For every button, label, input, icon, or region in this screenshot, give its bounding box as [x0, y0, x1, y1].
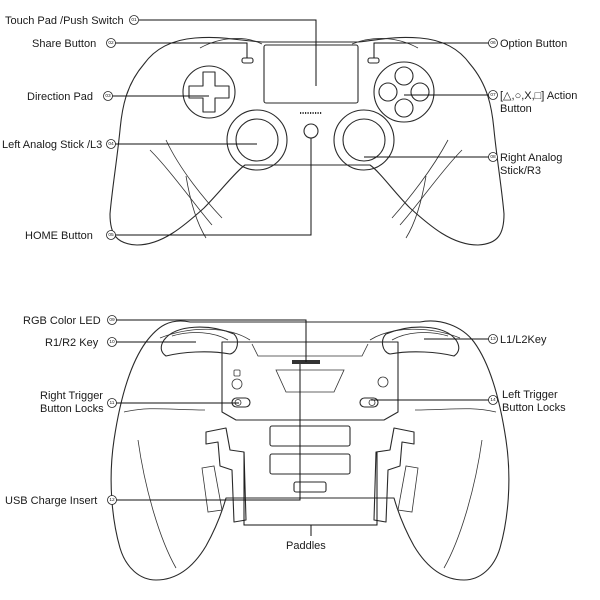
left-analog-stick[interactable] [226, 109, 288, 171]
callout-number: 01 [131, 17, 137, 23]
callout-label: Touch Pad /Push Switch [5, 15, 124, 27]
callout-label: Button [500, 103, 532, 115]
share-button[interactable] [241, 57, 254, 64]
right-analog-stick[interactable] [333, 109, 395, 171]
callout-label: Button Locks [40, 403, 104, 415]
callout-number: 10 [109, 339, 115, 345]
usb-charge-port [293, 481, 327, 493]
callout-label: Direction Pad [27, 91, 93, 103]
direction-pad[interactable] [182, 65, 236, 119]
callout-label: Option Button [500, 38, 567, 50]
back-plate [221, 341, 399, 421]
callout-number: 13 [490, 336, 496, 342]
callout-number: 14 [490, 397, 496, 403]
l1-l2-key[interactable] [381, 326, 460, 357]
callout-number: 11 [110, 400, 115, 406]
callout-label: HOME Button [25, 230, 93, 242]
callout-label: USB Charge Insert [5, 495, 97, 507]
front-controller-outline [109, 36, 505, 246]
r1-r2-key[interactable] [160, 326, 239, 357]
callout-number: 06 [490, 40, 496, 46]
callout-number: 07 [490, 92, 496, 98]
callout-number: 08 [490, 154, 496, 160]
front-leader-lines [112, 19, 489, 236]
callout-label: Right Analog [500, 152, 562, 164]
back-labels: RGB Color LED 09 R1/R2 Key 10 Right Trig… [5, 315, 566, 552]
callout-number: 05 [108, 232, 114, 238]
front-labels: Touch Pad /Push Switch 01 Share Button 0… [2, 15, 577, 242]
callout-number: 03 [105, 93, 111, 99]
callout-label: Left Trigger [502, 389, 558, 401]
callout-label: Button Locks [502, 402, 566, 414]
callout-label: L1/L2Key [500, 334, 547, 346]
option-button[interactable] [367, 57, 380, 64]
paddles[interactable] [201, 425, 419, 523]
home-button[interactable] [303, 123, 319, 139]
action-buttons[interactable] [373, 61, 435, 123]
callout-label: RGB Color LED [23, 315, 101, 327]
callout-number: 02 [108, 40, 114, 46]
callout-label: Stick/R3 [500, 165, 541, 177]
back-leader-lines [116, 319, 489, 536]
callout-label: [△,○,X,□] Action [500, 90, 577, 102]
callout-number: 09 [109, 317, 115, 323]
callout-number: 12 [109, 497, 115, 503]
callout-label: Share Button [32, 38, 96, 50]
callout-label: R1/R2 Key [45, 337, 99, 349]
touch-pad[interactable] [263, 44, 359, 104]
callout-number: 04 [108, 141, 114, 147]
callout-label: Right Trigger [40, 390, 103, 402]
left-trigger-button-lock[interactable] [359, 397, 379, 408]
paddles-label: Paddles [286, 540, 326, 552]
callout-label: Left Analog Stick /L3 [2, 139, 102, 151]
